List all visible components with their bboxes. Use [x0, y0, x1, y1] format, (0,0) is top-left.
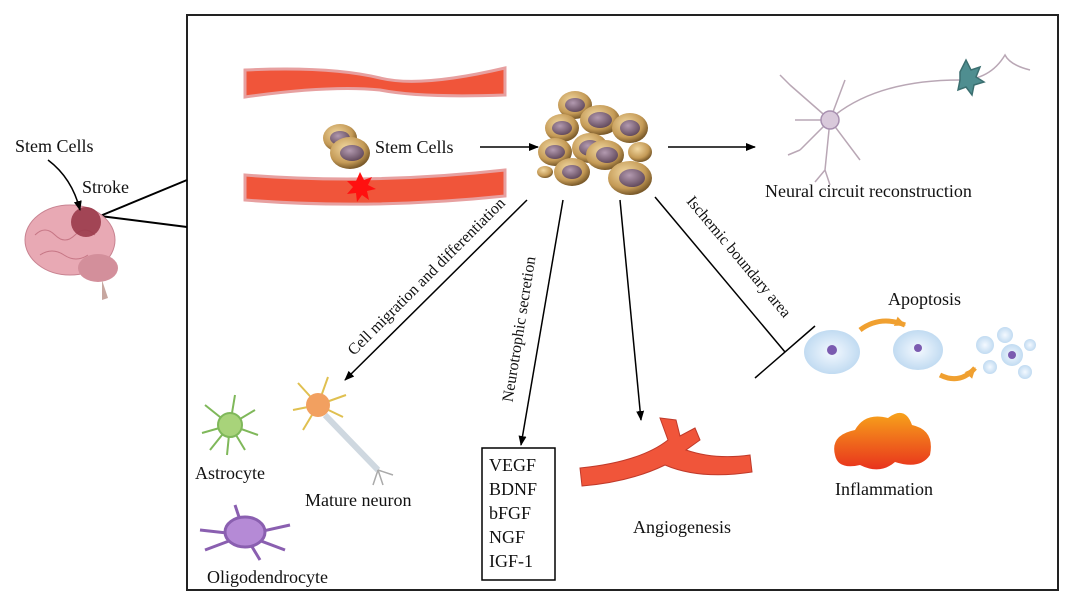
- mature-neuron-illustration: [292, 376, 394, 486]
- arrow-neurotrophic: [518, 199, 564, 446]
- stem-cell-cluster: [537, 91, 652, 195]
- ischemic-inhibition-line: [654, 196, 786, 353]
- blood-vessel-narrowed: [243, 66, 507, 99]
- stroke-area: [71, 207, 101, 237]
- factor-igf1: IGF-1: [489, 551, 533, 571]
- arrow-angiogenesis: [619, 199, 645, 421]
- ischemic-label: Ischemic boundary area: [683, 193, 794, 321]
- neuron-circuit-illustration: [779, 53, 1031, 186]
- brain-illustration: [24, 204, 118, 300]
- inhibition-bar: [754, 325, 816, 379]
- factor-bfgf: bFGF: [489, 503, 531, 523]
- angiogenesis-label: Angiogenesis: [633, 517, 731, 537]
- stem-cells-label: Stem Cells: [375, 137, 454, 157]
- astrocyte-label: Astrocyte: [195, 463, 265, 483]
- stem-cell-pointer-arrow: [47, 159, 82, 211]
- zoom-line-bottom: [99, 215, 188, 228]
- oligodendrocyte-label: Oligodendrocyte: [207, 567, 328, 587]
- factor-bdnf: BDNF: [489, 479, 537, 499]
- zoom-line-top: [99, 179, 188, 217]
- astrocyte-illustration: [201, 394, 259, 456]
- arrow-migration: [344, 199, 528, 381]
- oligodendrocyte-illustration: [199, 504, 291, 561]
- factor-ngf: NGF: [489, 527, 525, 547]
- clot-burst-icon: [347, 172, 376, 202]
- main-frame: [186, 14, 1059, 591]
- apoptosis-illustration: [804, 316, 1036, 382]
- left-stem-cells-label: Stem Cells: [15, 136, 94, 156]
- apoptosis-label: Apoptosis: [888, 289, 961, 309]
- inflammation-label: Inflammation: [835, 479, 933, 499]
- neurotrophic-factors-box: [481, 447, 556, 581]
- migration-label: Cell migration and differentiation: [345, 195, 509, 359]
- factor-vegf: VEGF: [489, 455, 536, 475]
- stem-cell-small: [323, 124, 370, 169]
- neurotrophic-label: Neurotrophic secretion: [500, 255, 540, 403]
- stroke-label: Stroke: [82, 177, 129, 197]
- inflammation-blob: [834, 412, 931, 470]
- mature-neuron-label: Mature neuron: [305, 490, 411, 510]
- neural-circuit-label: Neural circuit reconstruction: [765, 181, 972, 201]
- angiogenesis-vessel: [579, 417, 753, 487]
- blood-vessel-occluded: [243, 168, 507, 206]
